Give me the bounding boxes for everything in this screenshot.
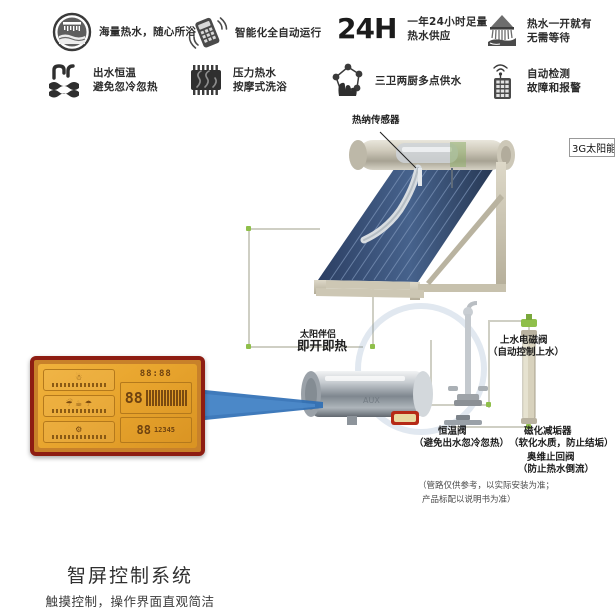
panel-title-zone: 智屏控制系统 触摸控制，操作界面直观简洁	[0, 561, 260, 610]
thermostat-valve-body	[444, 415, 482, 429]
pipe-lower-horizontal	[455, 426, 530, 428]
pipe-connector	[526, 424, 531, 429]
tank-label-small: 太阳伴侣	[300, 330, 337, 340]
footnote-line-2: 产品标配以说明书为准）	[422, 495, 516, 505]
24h-text-icon: 24H	[337, 12, 397, 45]
shower-circle-icon	[52, 12, 92, 52]
panel-left-column: ☃ ☔ ☕ ☂ ⚙	[43, 369, 115, 443]
pipe-connector	[486, 402, 491, 407]
pipe-top-left-horizontal	[248, 228, 320, 230]
panel-secondary-display-group: 88 12345	[119, 417, 192, 443]
pipe-left-vertical	[248, 228, 250, 346]
panel-title: 智屏控制系统	[66, 565, 193, 587]
chip-icon	[186, 62, 226, 98]
pipe-collector-down	[372, 286, 374, 346]
water-tank: AUX	[295, 363, 435, 433]
panel-lcd[interactable]: ☃ ☔ ☕ ☂ ⚙ 88:88 88	[38, 364, 197, 448]
solenoid-valve-icon	[521, 314, 537, 327]
feature-item-4: 热水一开就有 无需等待	[484, 12, 592, 50]
sensor-leader-line	[379, 131, 417, 169]
panel-right-column: 88:88 88 88 12345	[119, 369, 192, 443]
feature-item-2: 智能化全自动运行	[188, 13, 321, 53]
mixer-faucet-assembly	[448, 301, 488, 406]
pipe-connector	[370, 344, 375, 349]
feature-item-8: 自动检测 故障和报警	[486, 61, 581, 101]
magnetic-descaler	[521, 330, 537, 424]
tank-label-big: 即开即热	[297, 338, 348, 353]
feature-text-2: 智能化全自动运行	[235, 27, 322, 39]
feature-text-1: 海量热水，随心所浴	[99, 26, 197, 38]
pipe-valve-feed	[488, 320, 530, 322]
panel-bar-3	[51, 435, 106, 439]
panel-level-bars	[145, 390, 187, 407]
panel-bar-2	[51, 409, 106, 413]
magnetic-descaler-label: 磁化减垢器	[524, 426, 572, 437]
panel-clock-display: 88:88	[139, 369, 172, 379]
smart-control-panel[interactable]: ☃ ☔ ☕ ☂ ⚙ 88:88 88	[30, 356, 205, 456]
shower-mode-icon: ☃	[75, 373, 83, 382]
solenoid-valve-sublabel: （自动控制上水）	[488, 347, 565, 358]
footnote-line-1: （管路仅供参考，以实际安装为准；	[418, 481, 555, 491]
svg-text:AUX: AUX	[363, 396, 380, 405]
thermostat-label: 恒温阀	[438, 426, 467, 437]
panel-subtitle: 触摸控制，操作界面直观简洁	[45, 594, 215, 609]
solar-collector	[300, 132, 530, 302]
shower-head-icon	[484, 12, 520, 50]
check-valve-sublabel: （防止热水倒流）	[518, 464, 595, 475]
pipe-bottom-left-horizontal	[248, 346, 363, 348]
faucet-wave-icon	[46, 62, 86, 98]
feature-item-6: 压力热水 按摩式洗浴	[186, 62, 287, 98]
bath-mode-icon: ⚙	[75, 425, 83, 434]
feature-band: 海量热水，随心所浴	[0, 0, 615, 108]
pipe-riser	[488, 320, 490, 408]
system-diagram: 热纳传感器 AUX	[0, 108, 615, 609]
feature-item-1: 海量热水，随心所浴	[52, 12, 196, 52]
pipe-connector	[246, 226, 251, 231]
sensor-label: 热纳传感器	[352, 115, 400, 126]
feature-text-8: 自动检测 故障和报警	[527, 68, 581, 94]
panel-scale-numbers: 12345	[153, 426, 176, 435]
remote-wifi-icon	[486, 61, 520, 101]
feature-text-3: 一年24小时足量 热水供应	[407, 15, 488, 42]
multipoint-hand-icon	[328, 62, 368, 100]
feature-text-5: 出水恒温 避免忽冷忽热	[93, 67, 158, 93]
panel-mode-box-3[interactable]: ⚙	[43, 421, 115, 443]
pipe-tank-right	[430, 340, 432, 404]
panel-bar-1	[51, 383, 106, 387]
multi-mode-icons: ☔ ☕ ☂	[65, 399, 93, 408]
check-valve-label: 奥维止回阀	[527, 452, 575, 463]
solenoid-valve-label: 上水电磁阀	[500, 335, 548, 346]
panel-mode-box-1[interactable]: ☃	[43, 369, 115, 391]
feature-text-4: 热水一开就有 无需等待	[527, 18, 592, 44]
panel-temp-value: 88	[124, 389, 143, 408]
panel-mode-box-2[interactable]: ☔ ☕ ☂	[43, 395, 115, 417]
magnetic-descaler-sublabel: （软化水质，防止结垢）	[509, 438, 614, 449]
feature-text-6: 压力热水 按摩式洗浴	[233, 67, 287, 93]
feature-item-7: 三卫两厨多点供水	[328, 62, 461, 100]
feature-item-5: 出水恒温 避免忽冷忽热	[46, 62, 158, 98]
thermostat-sublabel: （避免出水忽冷忽热）	[414, 438, 510, 449]
panel-secondary-value: 88	[136, 423, 151, 438]
panel-temp-display-group: 88	[119, 382, 192, 415]
pipe-connector	[246, 344, 251, 349]
feature-item-3: 24H 一年24小时足量 热水供应	[337, 12, 487, 45]
remote-signal-icon	[188, 13, 228, 53]
feature-text-7: 三卫两厨多点供水	[375, 75, 462, 87]
